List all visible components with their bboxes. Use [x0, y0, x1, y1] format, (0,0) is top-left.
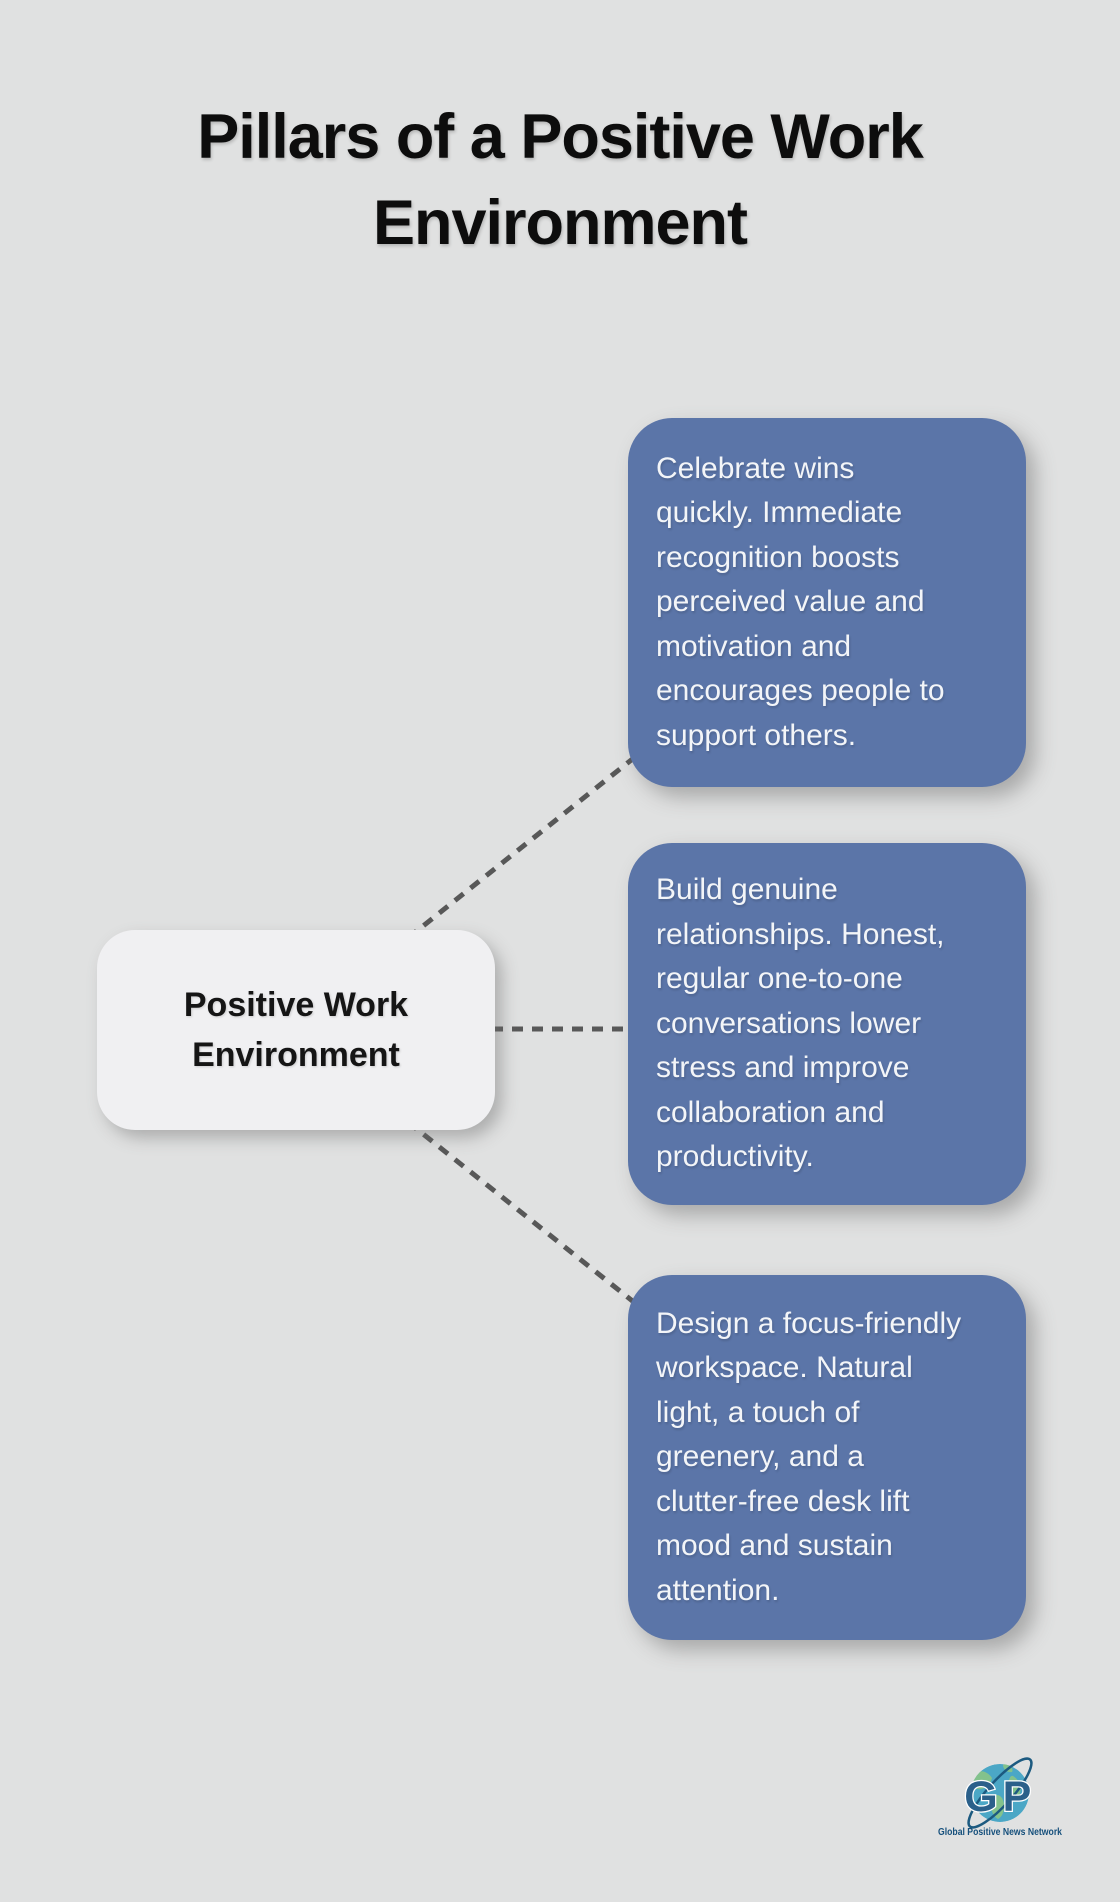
- page-title: Pillars of a Positive Work Environment: [197, 102, 924, 258]
- logo-letter-p: P: [1003, 1773, 1032, 1821]
- logo-letter-g: G: [964, 1773, 997, 1821]
- pillar-text: Design a focus-friendly workspace. Natur…: [656, 1306, 962, 1607]
- connector-line-top: [406, 743, 652, 940]
- central-node: Positive Work Environment: [97, 930, 495, 1130]
- pillar-text: Celebrate wins quickly. Immediate recogn…: [656, 451, 945, 752]
- globe-icon: [971, 1764, 1029, 1822]
- pillar-box-recognition: Celebrate wins quickly. Immediate recogn…: [628, 418, 1026, 787]
- pillar-box-workspace: Design a focus-friendly workspace. Natur…: [628, 1275, 1026, 1640]
- orbit-ring-icon: [967, 1757, 1033, 1829]
- globe-logo-icon: G P Global Positive News Network: [938, 1757, 1062, 1838]
- logo-caption: Global Positive News Network: [938, 1826, 1062, 1838]
- pillar-text: Build genuine relationships. Honest, reg…: [656, 873, 945, 1174]
- pillar-box-relationships: Build genuine relationships. Honest, reg…: [628, 843, 1026, 1205]
- connector-line-bottom: [406, 1120, 652, 1317]
